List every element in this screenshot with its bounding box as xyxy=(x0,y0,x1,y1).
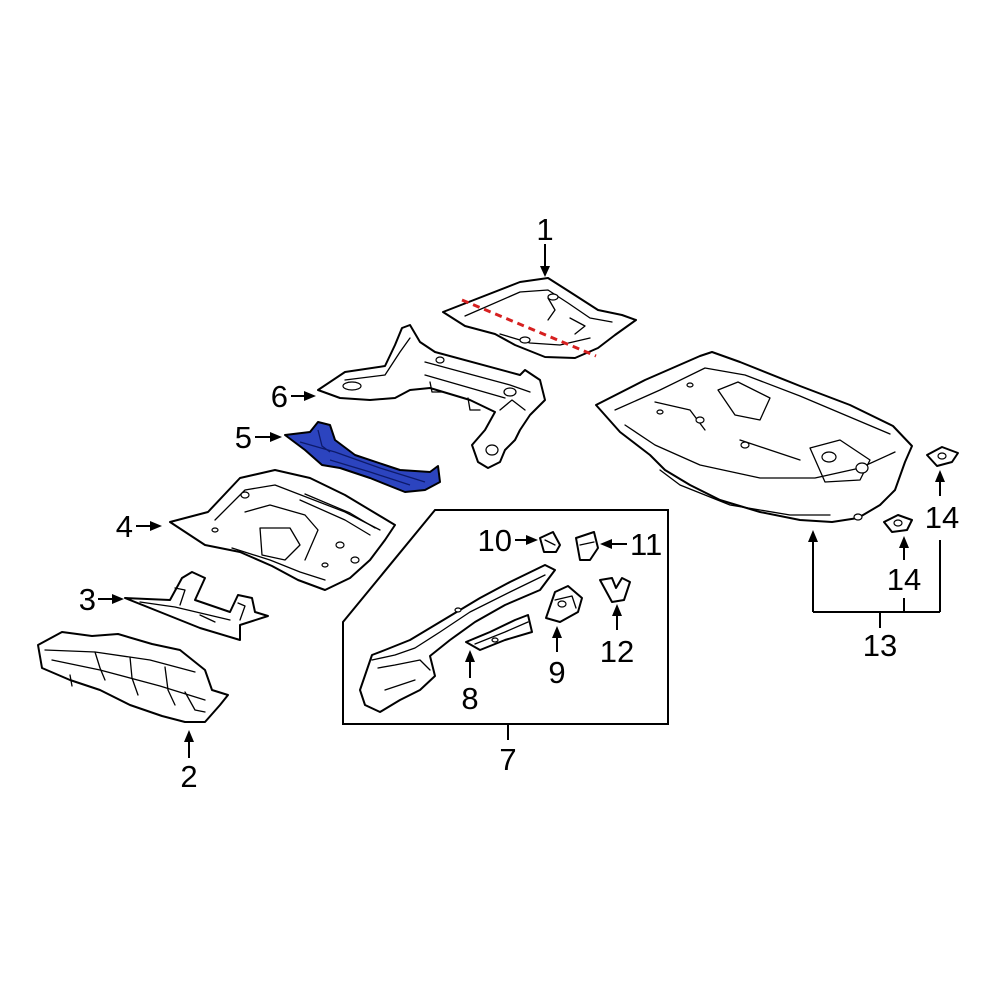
part-2-floor-section[interactable] xyxy=(37,631,229,723)
part-14-nut-lower[interactable] xyxy=(883,514,913,533)
callout-6[interactable]: 6 xyxy=(271,379,288,414)
part-4-rear-floor-pan[interactable] xyxy=(169,469,396,591)
callout-11[interactable]: 11 xyxy=(630,527,662,562)
part-10-gusset[interactable] xyxy=(539,531,561,553)
part-1-spare-tire-well[interactable] xyxy=(442,277,637,359)
group-7-box xyxy=(342,509,669,725)
part-8-rail-extension[interactable] xyxy=(465,614,533,651)
callout-13[interactable]: 13 xyxy=(863,628,897,663)
callout-8[interactable]: 8 xyxy=(461,681,478,716)
callout-10[interactable]: 10 xyxy=(478,523,512,558)
part-12-bracket[interactable] xyxy=(599,577,631,603)
cut-line xyxy=(461,298,597,358)
part-14-nut-upper[interactable] xyxy=(926,446,959,467)
part-6-rear-crossmember[interactable] xyxy=(317,324,546,469)
leader-lines xyxy=(98,244,945,758)
callout-14-lower[interactable]: 14 xyxy=(887,562,921,597)
callout-1[interactable]: 1 xyxy=(536,212,553,247)
part-13-rear-floor-assembly[interactable] xyxy=(595,351,913,523)
callout-5[interactable]: 5 xyxy=(235,420,252,455)
callout-4[interactable]: 4 xyxy=(116,509,133,544)
part-11-gusset[interactable] xyxy=(575,531,599,561)
callout-7[interactable]: 7 xyxy=(499,742,516,777)
callout-3[interactable]: 3 xyxy=(79,582,96,617)
part-7-rear-side-rail[interactable] xyxy=(359,564,556,713)
callout-12[interactable]: 12 xyxy=(600,634,634,669)
callout-labels: 1 6 5 4 3 2 10 11 12 9 8 7 13 14 14 xyxy=(79,212,959,794)
callout-14-upper[interactable]: 14 xyxy=(925,500,959,535)
part-9-bracket[interactable] xyxy=(545,585,583,623)
callout-9[interactable]: 9 xyxy=(548,655,565,690)
part-3-floor-reinforcement[interactable] xyxy=(124,571,269,641)
part-5-floor-crossmember[interactable] xyxy=(284,421,441,493)
callout-2[interactable]: 2 xyxy=(180,759,197,794)
